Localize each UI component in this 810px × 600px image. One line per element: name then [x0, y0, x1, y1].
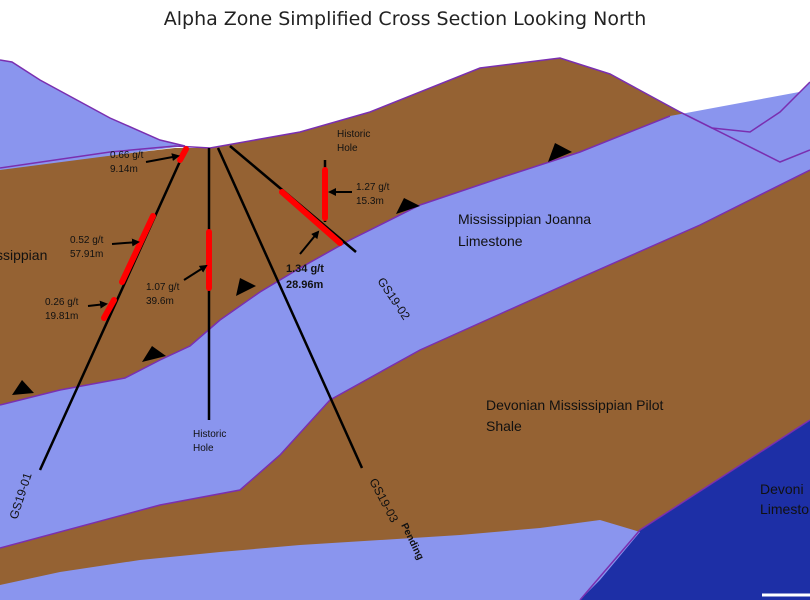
thrust-tooth-3 [236, 278, 256, 296]
leader-b [111, 238, 140, 247]
surface-contact-line [0, 57, 810, 169]
label-f-grade: 1.34 g/t [286, 263, 324, 275]
label-e-grade: 1.27 g/t [356, 182, 390, 193]
label-b-len: 57.91m [70, 249, 103, 260]
upper-right-contact [679, 111, 810, 163]
label-d-grade: 1.07 g/t [146, 282, 180, 293]
label-c-len: 19.81m [45, 311, 78, 322]
drill-hole-gs19-01 [38, 147, 188, 471]
intercept-f [279, 189, 343, 246]
label-historic-top-2: Hole [337, 143, 358, 154]
joanna-upper-contact [0, 115, 671, 406]
intercept-b [119, 213, 156, 285]
label-historic-bottom-2: Hole [193, 443, 214, 454]
label-mississippian-left: ssippian [0, 247, 47, 263]
thrust-tooth-5 [548, 143, 572, 162]
label-devonian-1: Devoni [760, 481, 804, 497]
devonian-contact [579, 419, 810, 600]
thrust-tooth-4 [396, 198, 420, 214]
label-d-len: 39.6m [146, 296, 174, 307]
thrust-tooth-1 [12, 380, 34, 395]
label-b-grade: 0.52 g/t [70, 235, 104, 246]
leader-d [183, 264, 208, 281]
label-pilot-2: Shale [486, 418, 522, 434]
label-a-grade: 0.66 g/t [110, 150, 144, 161]
intercept-a [177, 146, 189, 163]
leader-f [299, 230, 320, 255]
label-historic-top-1: Historic [337, 129, 370, 140]
label-c-grade: 0.26 g/t [45, 297, 79, 308]
devonian-limestone [580, 420, 810, 600]
leader-a [145, 153, 180, 163]
label-joanna-2: Limestone [458, 233, 523, 249]
diagram-title: Alpha Zone Simplified Cross Section Look… [163, 8, 647, 30]
intercept-c [101, 297, 117, 321]
label-a-len: 9.14m [110, 164, 138, 175]
lower-limestone-sliver [0, 520, 640, 600]
left-surface-contact [0, 59, 186, 147]
upper-left-limestone [0, 60, 185, 170]
label-f-len: 28.96m [286, 279, 324, 291]
joanna-lower-contact [0, 169, 810, 549]
label-joanna-1: Mississippian Joanna [458, 211, 591, 227]
label-devonian-2: Limesto [760, 501, 809, 517]
label-e-len: 15.3m [356, 196, 384, 207]
label-historic-bottom-1: Historic [193, 429, 226, 440]
leader-c [87, 300, 108, 309]
drill-hole-gs19-03 [216, 147, 364, 469]
thrust-tooth-2 [142, 346, 166, 362]
label-pilot-1: Devonian Mississippian Pilot [486, 397, 664, 413]
joanna-limestone-band [0, 90, 810, 548]
